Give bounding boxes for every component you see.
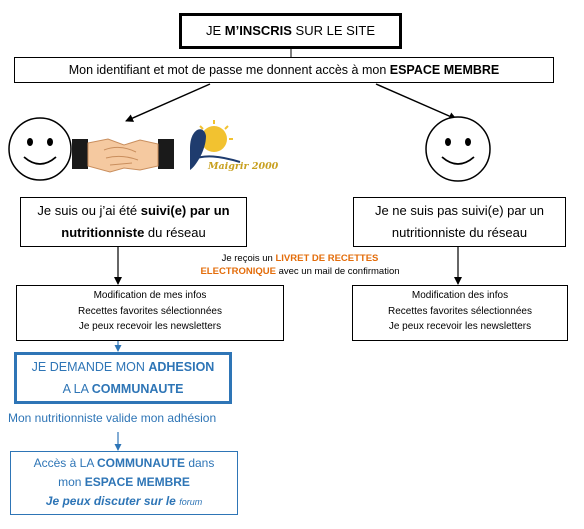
followed-line-2: nutritionniste du réseau: [21, 222, 246, 244]
community-line-1-bold: COMMUNAUTE: [97, 456, 185, 470]
community-line-1: Accès à LA COMMUNAUTE dans: [11, 454, 237, 473]
validation-text: Mon nutritionniste valide mon adhésion: [8, 411, 217, 425]
community-line-3-main: Je peux discuter sur le: [45, 494, 180, 508]
member-features-box: Modification de mes infos Recettes favor…: [16, 285, 284, 341]
signup-title-box: JE M’INSCRIS SUR LE SITE: [179, 13, 402, 49]
feature-item: Modification de mes infos: [93, 290, 207, 301]
ebook-note-line-1: Je reçois un LIVRET DE RECETTES: [170, 252, 430, 265]
adhesion-line-2-bold: COMMUNAUTE: [91, 382, 184, 396]
adhesion-line-1-pre: JE DEMANDE MON: [31, 360, 149, 374]
followed-line-2-bold: nutritionniste: [61, 225, 145, 240]
community-line-2-bold: ESPACE MEMBRE: [84, 475, 190, 489]
smiley-face-icon: [8, 117, 72, 181]
community-line-1-post: dans: [185, 456, 215, 470]
community-line-2: mon ESPACE MEMBRE: [11, 473, 237, 492]
feature-item: Je peux recevoir les newsletters: [78, 321, 222, 332]
ebook-note-post: avec un mail de confirmation: [275, 266, 400, 277]
ebook-note-orange-2: ELECTRONIQUE: [200, 266, 276, 277]
logo-text: Maigrir 2000: [207, 161, 279, 172]
smiley-face-icon: [425, 116, 491, 182]
community-line-2-pre: mon: [58, 475, 85, 489]
ebook-note-line-2: ELECTRONIQUE avec un mail de confirmatio…: [170, 265, 430, 278]
community-line-1-pre: Accès à LA: [33, 456, 97, 470]
forum-link-text: forum: [179, 497, 203, 507]
feature-item: Recettes favorites sélectionnées: [78, 305, 222, 317]
ebook-note-orange-1: LIVRET DE RECETTES: [275, 253, 379, 264]
ebook-note-pre: Je reçois un: [221, 253, 276, 264]
title-bold: M’INSCRIS: [224, 23, 292, 38]
access-box: Mon identifiant et mot de passe me donne…: [14, 57, 554, 83]
adhesion-line-1: JE DEMANDE MON ADHESION: [17, 356, 229, 378]
access-bold: ESPACE MEMBRE: [389, 63, 500, 77]
guest-features-box: Modification des infos Recettes favorite…: [352, 285, 568, 341]
adhesion-line-2: A LA COMMUNAUTE: [17, 378, 229, 400]
handshake-icon: [72, 138, 174, 173]
adhesion-request-box: JE DEMANDE MON ADHESION A LA COMMUNAUTE: [14, 352, 232, 404]
access-text: Mon identifiant et mot de passe me donne…: [68, 63, 390, 77]
feature-item: Recettes favorites sélectionnées: [388, 305, 532, 317]
feature-item: Je peux recevoir les newsletters: [388, 321, 532, 332]
adhesion-line-2-pre: A LA: [62, 382, 92, 396]
ebook-note: Je reçois un LIVRET DE RECETTES ELECTRON…: [170, 252, 430, 278]
community-access-box: Accès à LA COMMUNAUTE dans mon ESPACE ME…: [10, 451, 238, 515]
not-followed-status-box: Je ne suis pas suivi(e) par un nutrition…: [353, 197, 566, 247]
followed-status-box: Je suis ou j’ai été suivi(e) par un nutr…: [20, 197, 247, 247]
followed-line-1-pre: Je suis ou j’ai été: [37, 203, 141, 218]
not-followed-line-2: nutritionniste du réseau: [391, 225, 528, 240]
not-followed-line-1: Je ne suis pas suivi(e) par un: [374, 203, 545, 218]
arrow-to-left-branch: [125, 83, 211, 122]
title-pre: JE: [205, 23, 225, 38]
adhesion-line-1-bold: ADHESION: [148, 360, 215, 374]
title-post: SUR LE SITE: [291, 23, 376, 38]
followed-line-2-post: du réseau: [144, 225, 206, 240]
maigrir-logo-icon: Maigrir 2000: [190, 120, 279, 172]
feature-item: Modification des infos: [411, 290, 509, 301]
followed-line-1-bold: suivi(e) par un: [140, 203, 230, 218]
followed-line-1: Je suis ou j’ai été suivi(e) par un: [21, 200, 246, 222]
community-line-3: Je peux discuter sur le forum: [11, 492, 237, 512]
arrow-to-right-branch: [375, 83, 457, 120]
